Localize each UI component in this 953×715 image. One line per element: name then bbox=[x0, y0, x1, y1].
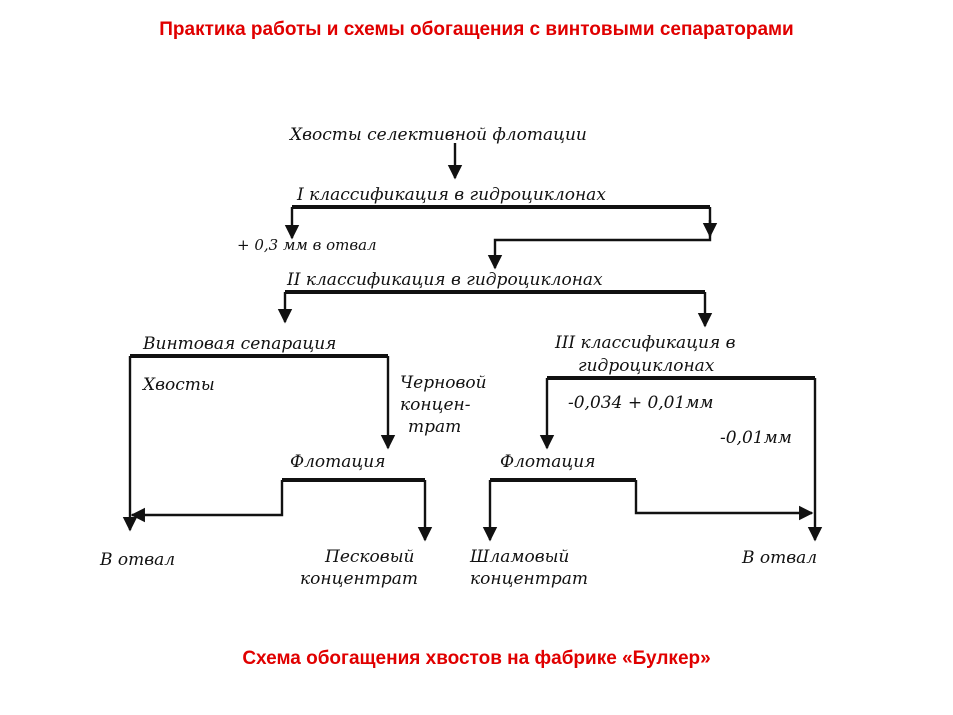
label-slime1: Шламовый bbox=[469, 547, 569, 567]
label-flotation1: Флотация bbox=[290, 452, 386, 472]
label-class1: I классификация в гидроциклонах bbox=[296, 185, 606, 205]
slide-caption: Схема обогащения хвостов на фабрике «Бул… bbox=[242, 648, 711, 669]
label-frac1: -0,034 + 0,01мм bbox=[568, 393, 714, 413]
label-class3a: III классификация в bbox=[554, 333, 736, 353]
line-flot2-waste bbox=[634, 480, 814, 521]
label-flotation2: Флотация bbox=[500, 452, 596, 472]
label-spiral: Винтовая сепарация bbox=[142, 334, 336, 354]
label-class3b: гидроциклонах bbox=[578, 356, 715, 376]
label-rough3: трат bbox=[408, 417, 461, 437]
line-flot1-waste bbox=[130, 480, 284, 523]
label-frac2: -0,01мм bbox=[720, 428, 792, 448]
label-waste1: В отвал bbox=[99, 550, 175, 570]
label-slime2: концентрат bbox=[470, 569, 588, 589]
label-source: Хвосты селективной флотации bbox=[288, 125, 587, 145]
label-sand1: Песковый bbox=[324, 547, 414, 567]
label-sand2: концентрат bbox=[300, 569, 418, 589]
label-plus03: + 0,3 мм в отвал bbox=[237, 236, 377, 254]
label-rough2: концен- bbox=[400, 395, 471, 415]
label-rough1: Черновой bbox=[400, 373, 487, 393]
label-waste2: В отвал bbox=[741, 548, 817, 568]
line-class1-fine bbox=[487, 207, 712, 270]
label-class2: II классификация в гидроциклонах bbox=[286, 270, 603, 290]
label-tails: Хвосты bbox=[141, 375, 215, 395]
slide-title: Практика работы и схемы обогащения с вин… bbox=[159, 19, 794, 40]
